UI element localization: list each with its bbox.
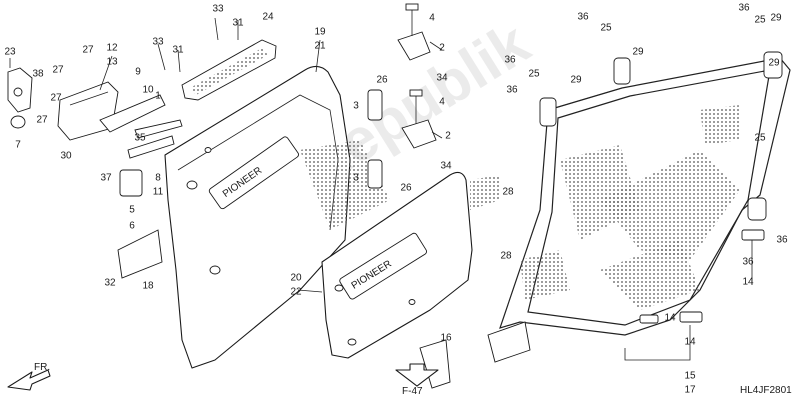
latch-bracket-23	[7, 67, 33, 113]
cap-7	[10, 115, 26, 129]
part-number-callout: 11	[153, 187, 164, 198]
part-number-callout: 36	[504, 55, 516, 66]
part-number-callout: 38	[32, 69, 44, 80]
hinge-pin-3-lower	[367, 159, 383, 189]
part-number-callout: 4	[429, 13, 435, 24]
part-number-callout: 27	[36, 115, 48, 126]
part-number-callout: 37	[100, 173, 112, 184]
part-number-callout: 25	[600, 23, 612, 34]
part-number-callout: 19	[314, 27, 326, 38]
plate-6	[117, 229, 163, 279]
part-number-callout: 33	[152, 37, 164, 48]
part-number-callout: 18	[142, 281, 154, 292]
part-number-callout: 36	[577, 12, 589, 23]
bracket-5	[119, 169, 143, 197]
link-8	[127, 135, 175, 159]
leader-lines	[9, 17, 753, 361]
part-number-callout: 2	[439, 43, 445, 54]
part-number-callout: 3	[353, 101, 359, 112]
part-number-callout: 26	[376, 75, 388, 86]
part-number-callout: 28	[502, 187, 514, 198]
part-number-callout: 36	[506, 85, 518, 96]
ref-label: F-47	[402, 386, 423, 397]
part-number-callout: 29	[632, 47, 644, 58]
part-number-callout: 30	[60, 151, 72, 162]
part-number-callout: 26	[400, 183, 412, 194]
part-number-callout: 34	[440, 161, 452, 172]
hinge-bracket-lower	[401, 119, 437, 149]
part-number-callout: 7	[15, 140, 21, 151]
door-panel-lower: PIONEER	[321, 171, 500, 359]
part-number-callout: 20	[290, 273, 302, 284]
part-number-callout: 21	[314, 41, 326, 52]
bolt-4-upper	[405, 3, 419, 36]
part-number-callout: 16	[440, 333, 452, 344]
corner-bracket-4	[747, 197, 767, 221]
part-number-callout: 1	[155, 91, 161, 102]
part-number-callout: 36	[742, 257, 754, 268]
hinge-bracket-upper	[397, 31, 431, 61]
mesh-area-small	[300, 140, 390, 230]
part-number-callout: 36	[738, 3, 750, 14]
clip-small	[639, 314, 659, 324]
part-number-callout: 27	[52, 65, 64, 76]
part-number-callout: 35	[134, 133, 146, 144]
ref-arrow	[395, 363, 439, 387]
part-number-callout: 31	[172, 45, 184, 56]
diagram-code: HL4JF2801	[740, 385, 792, 396]
part-number-callout: 2	[445, 131, 451, 142]
part-number-callout: 5	[129, 205, 135, 216]
part-number-callout: 13	[106, 57, 118, 68]
corner-bracket-3	[763, 51, 783, 79]
part-number-callout: 12	[106, 43, 118, 54]
corner-bracket-1	[539, 97, 557, 127]
part-number-callout: 14	[742, 277, 754, 288]
part-number-callout: 34	[436, 73, 448, 84]
net-frame	[499, 57, 791, 336]
part-number-callout: 31	[232, 18, 244, 29]
part-number-callout: 8	[155, 173, 161, 184]
hinge-pin-3-upper	[367, 89, 383, 121]
part-number-callout: 32	[104, 278, 116, 289]
clip-14-b	[679, 311, 703, 323]
part-number-callout: 25	[754, 15, 766, 26]
strap-buckle	[487, 321, 531, 363]
part-number-callout: 14	[664, 313, 676, 324]
part-number-callout: 22	[290, 287, 302, 298]
corner-bracket-2	[613, 57, 631, 85]
part-number-callout: 27	[82, 45, 94, 56]
part-number-callout: 29	[768, 58, 780, 69]
part-number-callout: 29	[570, 75, 582, 86]
part-number-callout: 23	[4, 47, 16, 58]
part-number-callout: 27	[50, 93, 62, 104]
front-arrow-label: FR.	[34, 362, 50, 373]
part-number-callout: 6	[129, 221, 135, 232]
door-panel-upper: PIONEER	[164, 65, 351, 369]
handle-24	[181, 39, 277, 101]
part-number-callout: 28	[500, 251, 512, 262]
part-number-callout: 24	[262, 12, 274, 23]
handle-9	[99, 94, 166, 133]
part-number-callout: 25	[754, 133, 766, 144]
clip-14-a	[741, 229, 765, 241]
part-number-callout: 15	[684, 371, 696, 382]
part-number-callout: 36	[776, 235, 788, 246]
front-arrow	[7, 369, 51, 391]
part-number-callout: 17	[684, 385, 696, 396]
part-number-callout: 9	[135, 67, 141, 78]
part-number-callout: 14	[684, 337, 696, 348]
bolt-4-lower	[409, 89, 423, 124]
part-number-callout: 10	[142, 85, 154, 96]
rod-35	[134, 119, 183, 139]
part-number-callout: 29	[770, 13, 782, 24]
part-number-callout: 4	[439, 97, 445, 108]
part-number-callout: 33	[212, 4, 224, 15]
part-number-callout: 3	[353, 173, 359, 184]
part-number-callout: 25	[528, 69, 540, 80]
